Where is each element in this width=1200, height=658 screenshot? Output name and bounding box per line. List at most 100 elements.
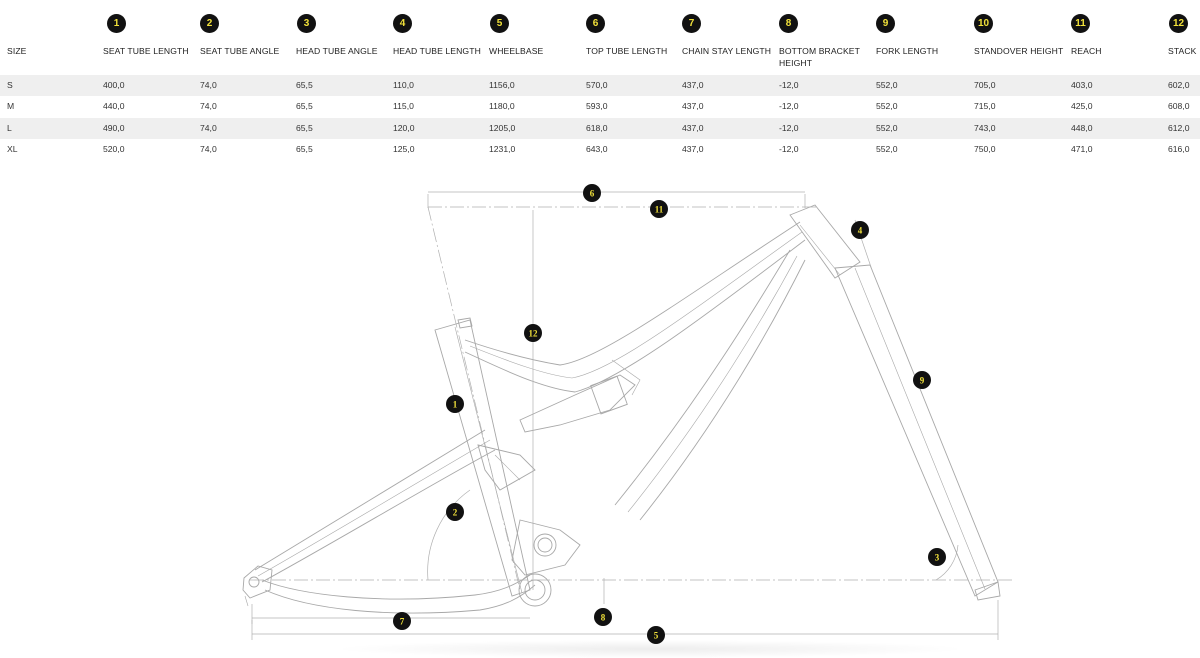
marker-label: 9: [920, 376, 925, 386]
table-cell: 1156,0: [489, 80, 515, 90]
column-header: STANDOVER HEIGHT: [974, 46, 1064, 56]
table-cell: 1205,0: [489, 123, 516, 133]
table-cell: 715,0: [974, 101, 996, 111]
marker-label: 6: [590, 189, 595, 199]
floor-shadow: [330, 640, 970, 658]
diagram-marker-badges: 6 11 4 12 9 1 2 3: [393, 184, 946, 644]
table-cell: 425,0: [1071, 101, 1093, 111]
table-row: S 400,0 74,0 65,5 110,0 1156,0 570,0 437…: [0, 75, 1200, 96]
table-cell: 552,0: [876, 123, 898, 133]
measurement-number-badge: 3: [297, 14, 316, 33]
table-cell: -12,0: [779, 123, 799, 133]
table-cell: 403,0: [1071, 80, 1093, 90]
measurement-number-badge: 6: [586, 14, 605, 33]
table-cell: 593,0: [586, 101, 608, 111]
column-header: SEAT TUBE LENGTH: [103, 46, 189, 56]
column-header-size: SIZE: [7, 46, 27, 56]
column-header: BOTTOM BRACKET HEIGHT: [779, 46, 860, 68]
column-header: STACK: [1168, 46, 1197, 56]
table-cell: 490,0: [103, 123, 125, 133]
table-cell: 612,0: [1168, 123, 1190, 133]
marker-label: 12: [529, 329, 539, 339]
table-cell: -12,0: [779, 101, 799, 111]
table-cell: 448,0: [1071, 123, 1093, 133]
measurement-number-badge: 9: [876, 14, 895, 33]
table-cell: 618,0: [586, 123, 608, 133]
table-cell: 115,0: [393, 101, 414, 111]
marker-label: 2: [453, 508, 458, 518]
table-cell: 65,5: [296, 123, 313, 133]
marker-3: 3: [928, 548, 946, 566]
table-cell: 74,0: [200, 144, 217, 154]
table-cell: 602,0: [1168, 80, 1190, 90]
table-row: XL 520,0 74,0 65,5 125,0 1231,0 643,0 43…: [0, 139, 1200, 160]
table-cell: 471,0: [1071, 144, 1093, 154]
table-cell: 750,0: [974, 144, 996, 154]
table-cell: 608,0: [1168, 101, 1190, 111]
table-cell: -12,0: [779, 144, 799, 154]
table-header-row: SIZE SEAT TUBE LENGTH SEAT TUBE ANGLE HE…: [0, 46, 1200, 72]
table-cell: 1180,0: [489, 101, 515, 111]
measurement-number-badge: 7: [682, 14, 701, 33]
table-cell: 552,0: [876, 80, 898, 90]
table-cell: 437,0: [682, 123, 704, 133]
column-header: HEAD TUBE ANGLE: [296, 46, 378, 56]
table-cell-size: M: [7, 101, 15, 111]
marker-7: 7: [393, 612, 411, 630]
column-header: CHAIN STAY LENGTH: [682, 46, 772, 56]
marker-11: 11: [650, 200, 668, 218]
table-cell: 65,5: [296, 101, 313, 111]
marker-label: 8: [601, 613, 606, 623]
marker-label: 11: [655, 205, 664, 215]
table-cell: 437,0: [682, 80, 704, 90]
marker-2: 2: [446, 503, 464, 521]
table-cell: 125,0: [393, 144, 415, 154]
marker-5: 5: [647, 626, 665, 644]
table-cell: 120,0: [393, 123, 415, 133]
measurement-number-badge: 5: [490, 14, 509, 33]
column-header: FORK LENGTH: [876, 46, 939, 56]
table-cell: 65,5: [296, 144, 313, 154]
table-cell: 74,0: [200, 123, 217, 133]
table-cell: 74,0: [200, 80, 217, 90]
marker-6: 6: [583, 184, 601, 202]
table-cell: 65,5: [296, 80, 313, 90]
marker-1: 1: [446, 395, 464, 413]
table-cell: -12,0: [779, 80, 799, 90]
frame-geometry-diagram: 6 11 4 12 9 1 2 3: [242, 184, 1012, 644]
table-cell: 616,0: [1168, 144, 1190, 154]
marker-label: 7: [400, 617, 405, 627]
marker-12: 12: [524, 324, 542, 342]
table-cell: 437,0: [682, 101, 704, 111]
table-cell: 570,0: [586, 80, 608, 90]
table-cell: 437,0: [682, 144, 704, 154]
table-cell: 110,0: [393, 80, 414, 90]
table-cell: 643,0: [586, 144, 608, 154]
table-cell: 743,0: [974, 123, 996, 133]
column-header: HEAD TUBE LENGTH: [393, 46, 481, 56]
column-header: TOP TUBE LENGTH: [586, 46, 668, 56]
table-row: L 490,0 74,0 65,5 120,0 1205,0 618,0 437…: [0, 118, 1200, 139]
marker-label: 1: [453, 400, 458, 410]
marker-label: 5: [654, 631, 659, 641]
measurement-number-badge: 11: [1071, 14, 1090, 33]
table-cell: 440,0: [103, 101, 125, 111]
marker-8: 8: [594, 608, 612, 626]
table-cell: 74,0: [200, 101, 217, 111]
table-cell: 552,0: [876, 144, 898, 154]
measurement-number-badge: 12: [1169, 14, 1188, 33]
table-cell: 1231,0: [489, 144, 516, 154]
column-header: REACH: [1071, 46, 1102, 56]
table-row: M 440,0 74,0 65,5 115,0 1180,0 593,0 437…: [0, 96, 1200, 117]
table-cell-size: XL: [7, 144, 18, 154]
measurement-number-badge: 4: [393, 14, 412, 33]
table-cell: 552,0: [876, 101, 898, 111]
table-cell: 520,0: [103, 144, 125, 154]
column-header: WHEELBASE: [489, 46, 544, 56]
table-cell: 400,0: [103, 80, 125, 90]
measurement-number-row: 1 2 3 4 5 6 7 8 9 10 11 12: [0, 14, 1200, 34]
marker-4: 4: [851, 221, 869, 239]
measurement-number-badge: 8: [779, 14, 798, 33]
marker-9: 9: [913, 371, 931, 389]
measurement-number-badge: 1: [107, 14, 126, 33]
